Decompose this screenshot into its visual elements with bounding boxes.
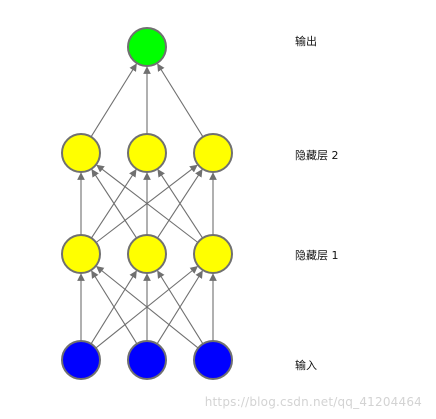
edge-hidden1-1-to-hidden2-0 bbox=[91, 169, 138, 239]
node-hidden2-3 bbox=[193, 133, 233, 173]
edge-input-2-to-hidden1-1 bbox=[157, 270, 204, 345]
node-hidden2-1 bbox=[61, 133, 101, 173]
node-input-2 bbox=[127, 340, 167, 380]
watermark-text: https://blog.csdn.net/qq_41204464 bbox=[204, 395, 422, 409]
node-hidden1-3 bbox=[193, 234, 233, 274]
connections-group bbox=[77, 63, 217, 349]
nodes-group bbox=[61, 27, 233, 380]
node-hidden1-2 bbox=[127, 234, 167, 274]
edge-hidden2-0-to-output-0 bbox=[90, 63, 137, 138]
node-output-1 bbox=[127, 27, 167, 67]
layer-label-output: 输出 bbox=[295, 35, 317, 48]
node-hidden2-2 bbox=[127, 133, 167, 173]
layer-label-hidden-1: 隐藏层 1 bbox=[295, 249, 339, 262]
edge-hidden1-2-to-hidden2-0 bbox=[96, 164, 199, 243]
layer-label-hidden-2: 隐藏层 2 bbox=[295, 149, 339, 162]
node-input-3 bbox=[193, 340, 233, 380]
edge-input-1-to-hidden1-0 bbox=[91, 270, 138, 345]
edge-hidden2-2-to-output-0 bbox=[157, 63, 204, 138]
node-hidden1-1 bbox=[61, 234, 101, 274]
node-input-1 bbox=[61, 340, 101, 380]
layer-label-input: 输入 bbox=[295, 359, 317, 372]
edge-hidden1-2-to-hidden2-1 bbox=[157, 169, 204, 239]
edge-input-2-to-hidden1-0 bbox=[95, 266, 199, 349]
